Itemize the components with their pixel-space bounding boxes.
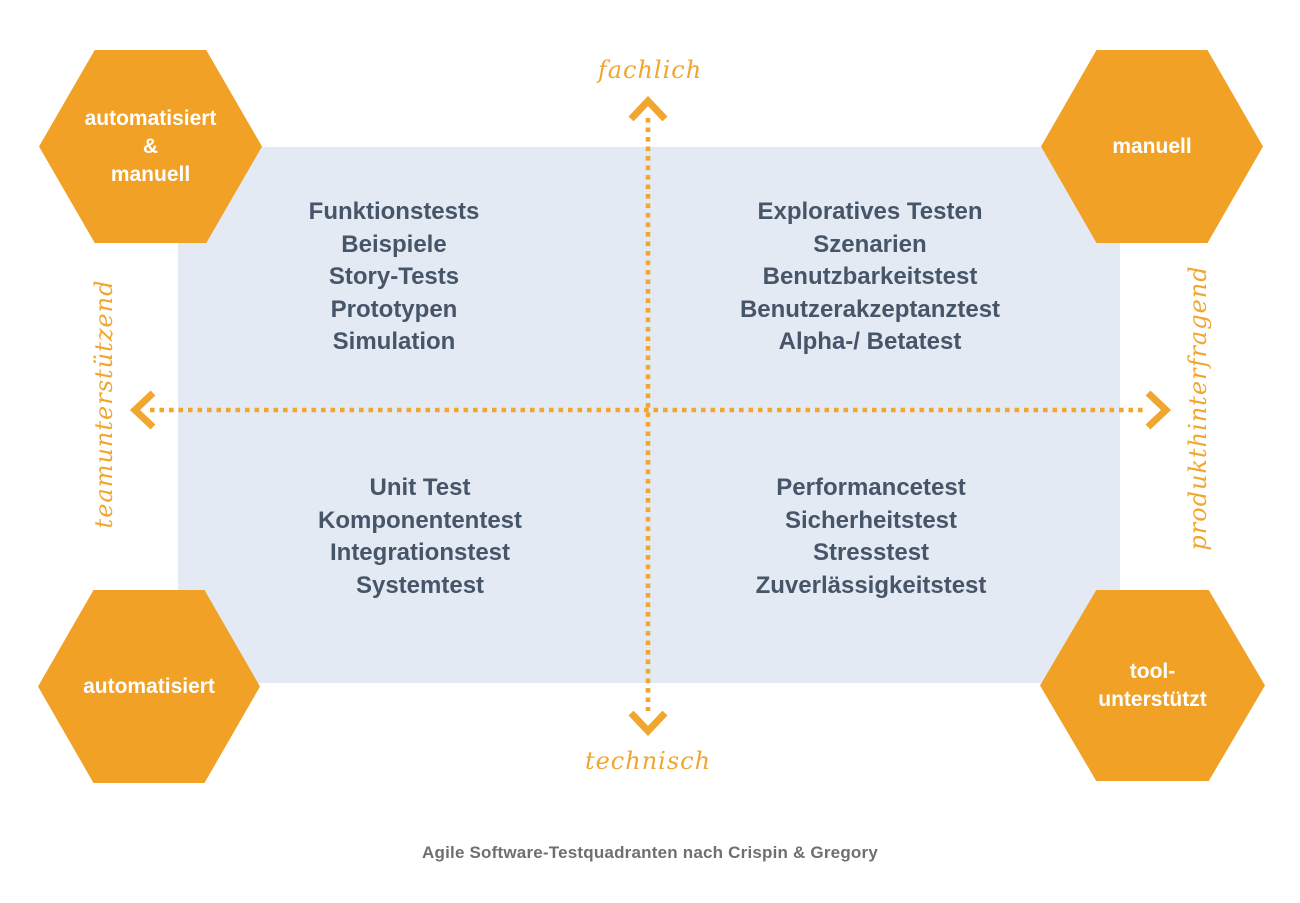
quadrant-item: Prototypen xyxy=(330,295,458,323)
quadrant-bottom-right-list: Performancetest Sicherheitstest Stresste… xyxy=(756,472,987,602)
quadrant-item: Stresstest xyxy=(812,539,930,566)
quadrant-item: Zuverlässigkeitstest xyxy=(755,571,987,599)
quadrant-item: Systemtest xyxy=(355,571,485,599)
axis-label-technisch: technisch xyxy=(584,747,712,775)
hexagon-label: manuell xyxy=(1112,133,1191,161)
arrow-down-icon xyxy=(628,710,668,737)
hexagon-label: automatisiert & manuell xyxy=(85,105,217,189)
hexagon-label: automatisiert xyxy=(83,673,215,701)
quadrant-item: Szenarien xyxy=(813,230,927,258)
hexagon-automatisiert: automatisiert xyxy=(38,590,260,783)
quadrant-item: Sicherheitstest xyxy=(784,506,958,534)
quadrant-item: Simulation xyxy=(332,328,456,355)
quadrant-item: Performancetest xyxy=(776,474,966,501)
quadrant-top-left-list: Funktionstests Beispiele Story-Tests Pro… xyxy=(309,196,480,359)
quadrant-top-right-list: Exploratives Testen Szenarien Benutzbark… xyxy=(740,196,1000,359)
axis-label-produkthinterfragend: produkthinterfragend xyxy=(1184,265,1212,551)
axis-label-teamunterstuetzend: teamunterstützend xyxy=(90,279,118,529)
quadrant-item: Exploratives Testen xyxy=(757,198,983,225)
hexagon-label-line: manuell xyxy=(110,162,191,186)
quadrant-bottom-left-list: Unit Test Komponententest Integrationste… xyxy=(318,472,522,602)
quadrant-item: Benutzerakzeptanztest xyxy=(739,295,1001,323)
quadrant-item: Benutzbarkeitstest xyxy=(762,263,978,290)
hexagon-label-line: automatisiert xyxy=(84,106,217,130)
quadrant-item: Funktionstests xyxy=(308,198,480,225)
quadrant-item: Story-Tests xyxy=(328,263,460,290)
arrow-right-icon xyxy=(1145,390,1172,430)
arrow-left-icon xyxy=(129,390,156,430)
arrow-up-icon xyxy=(628,95,668,122)
quadrant-item: Beispiele xyxy=(341,230,447,258)
quadrant-item: Unit Test xyxy=(369,474,471,501)
hexagon-label-line: automatisiert xyxy=(83,674,215,698)
hexagon-label-line: & xyxy=(142,134,159,158)
quadrant-item: Integrationstest xyxy=(329,539,511,566)
quadrant-item: Alpha-/ Betatest xyxy=(778,328,962,355)
diagram-caption: Agile Software-Testquadranten nach Crisp… xyxy=(422,843,878,862)
hexagon-label-line: manuell xyxy=(1112,134,1192,158)
hexagon-label: tool- unterstützt xyxy=(1098,658,1207,714)
axis-label-fachlich: fachlich xyxy=(597,56,703,84)
hexagon-label-line: unterstützt xyxy=(1098,687,1207,711)
quadrant-item: Komponententest xyxy=(318,506,522,534)
hexagon-label-line: tool- xyxy=(1129,659,1176,683)
